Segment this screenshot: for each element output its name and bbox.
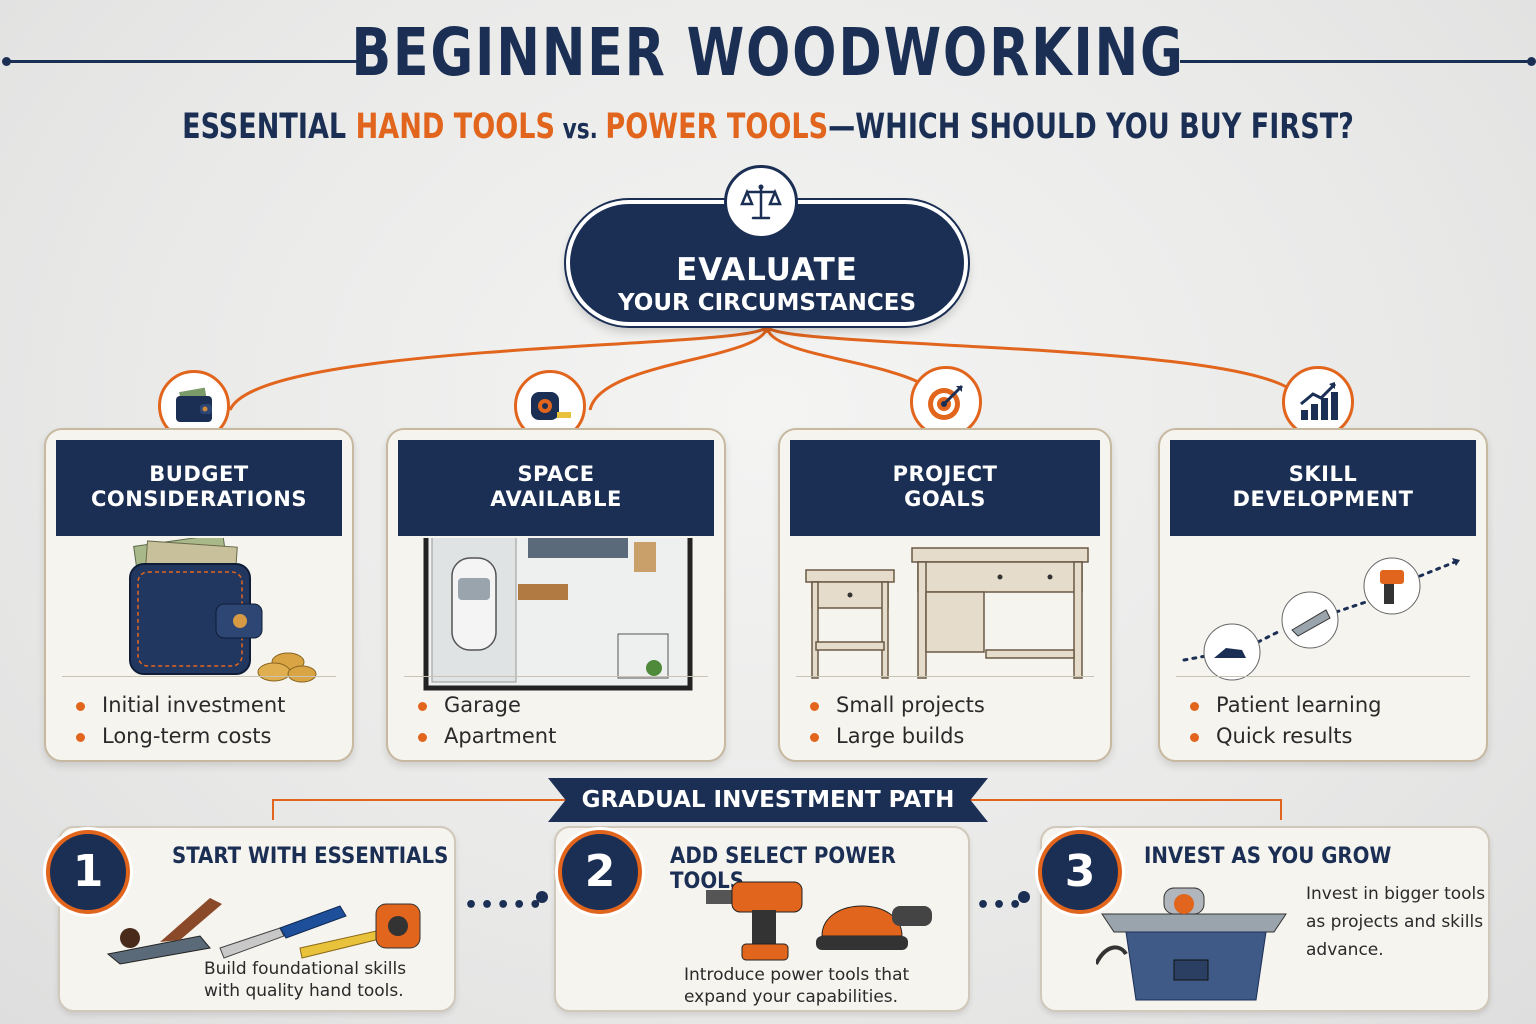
step-1-title: START WITH ESSENTIALS: [172, 844, 449, 869]
card-skill-title2: DEVELOPMENT: [1232, 487, 1414, 511]
card-project-title2: GOALS: [904, 487, 986, 511]
step-3-number: 3: [1038, 830, 1122, 914]
wallet-illustration: [56, 533, 342, 704]
step-3-title: INVEST AS YOU GROW: [1144, 844, 1392, 869]
subtitle-part1: ESSENTIAL: [182, 107, 356, 147]
subtitle-hand-tools: HAND TOOLS: [355, 107, 556, 147]
card-budget: BUDGET CONSIDERATIONS Initial investment…: [44, 428, 354, 762]
step-1-number: 1: [46, 830, 130, 914]
step-2-number: 2: [558, 830, 642, 914]
bullet-item: Patient learning: [1188, 690, 1381, 721]
card-skill: SKILL DEVELOPMENT Patient learning Quick…: [1158, 428, 1488, 762]
card-project-bullets: Small projects Large builds: [808, 690, 985, 752]
page-subtitle: ESSENTIAL HAND TOOLS vs. POWER TOOLS—WHI…: [108, 107, 1429, 147]
step-2-desc-line2: expand your capabilities.: [684, 987, 899, 1007]
step-connector-dots-2: •••: [976, 893, 1025, 918]
card-skill-bullets: Patient learning Quick results: [1188, 690, 1381, 752]
title-rule-left: [2, 57, 358, 66]
card-space-rule: [404, 676, 708, 677]
path-banner: GRADUAL INVESTMENT PATH: [548, 778, 988, 822]
card-project-title1: PROJECT: [892, 462, 998, 486]
growth-chart-icon: [1282, 366, 1354, 438]
step-3-desc: Invest in bigger tools as projects and s…: [1306, 880, 1485, 964]
card-budget-header: BUDGET CONSIDERATIONS: [56, 440, 342, 536]
card-space-title2: AVAILABLE: [490, 487, 622, 511]
step-1-desc: Build foundational skills with quality h…: [204, 958, 406, 1002]
step-connector-end-1: [536, 891, 548, 903]
evaluate-line2: YOUR CIRCUMSTANCES: [617, 290, 917, 316]
card-space: SPACE AVAILABLE Garage Apartment: [386, 428, 726, 762]
card-space-header: SPACE AVAILABLE: [398, 440, 714, 536]
subtitle-vs: vs.: [555, 112, 606, 145]
card-budget-title2: CONSIDERATIONS: [90, 487, 308, 511]
bullet-item: Small projects: [808, 690, 985, 721]
hand-tools-illustration: [106, 898, 421, 965]
card-budget-bullets: Initial investment Long-term costs: [74, 690, 285, 752]
bullet-item: Long-term costs: [74, 721, 285, 752]
step-1-desc-line1: Build foundational skills: [204, 959, 407, 979]
power-tools-illustration: [706, 881, 932, 961]
card-budget-rule: [62, 676, 336, 677]
subtitle-part2: —WHICH SHOULD YOU BUY FIRST?: [828, 107, 1354, 147]
garage-floorplan-illustration: [398, 525, 714, 704]
bullet-item: Quick results: [1188, 721, 1381, 752]
evaluate-line1: EVALUATE: [676, 252, 858, 288]
title-rule-right: [1180, 57, 1536, 66]
step-1-desc-line2: with quality hand tools.: [204, 981, 404, 1001]
step-2-desc-line1: Introduce power tools that: [684, 965, 910, 985]
card-budget-title1: BUDGET: [149, 462, 249, 486]
card-skill-title1: SKILL: [1288, 462, 1358, 486]
skill-progression-illustration: [1170, 538, 1476, 704]
step-3-desc-line2: as projects and skills: [1306, 912, 1484, 932]
page-title: BEGINNER WOODWORKING: [351, 14, 1185, 91]
table-saw-illustration: [1096, 887, 1287, 1001]
card-skill-rule: [1176, 676, 1470, 677]
bullet-item: Garage: [416, 690, 556, 721]
step-1-card: START WITH ESSENTIALS Build foundational…: [58, 826, 456, 1012]
card-project-rule: [796, 676, 1094, 677]
furniture-illustration: [790, 538, 1100, 704]
bullet-item: Initial investment: [74, 690, 285, 721]
card-project: PROJECT GOALS Small projects: [778, 428, 1112, 762]
subtitle-power-tools: POWER TOOLS: [605, 107, 829, 147]
card-space-bullets: Garage Apartment: [416, 690, 556, 752]
card-space-title1: SPACE: [517, 462, 595, 486]
step-3-desc-line3: advance.: [1306, 940, 1384, 960]
card-skill-header: SKILL DEVELOPMENT: [1170, 440, 1476, 536]
scales-icon: [724, 165, 798, 239]
step-2-desc: Introduce power tools that expand your c…: [684, 964, 909, 1008]
step-3-desc-line1: Invest in bigger tools: [1306, 884, 1486, 904]
bullet-item: Large builds: [808, 721, 985, 752]
card-project-header: PROJECT GOALS: [790, 440, 1100, 536]
target-icon: [910, 366, 982, 438]
step-connector-end-2: [1018, 891, 1030, 903]
step-connector-dots-1: •••••: [464, 893, 545, 918]
bullet-item: Apartment: [416, 721, 556, 752]
